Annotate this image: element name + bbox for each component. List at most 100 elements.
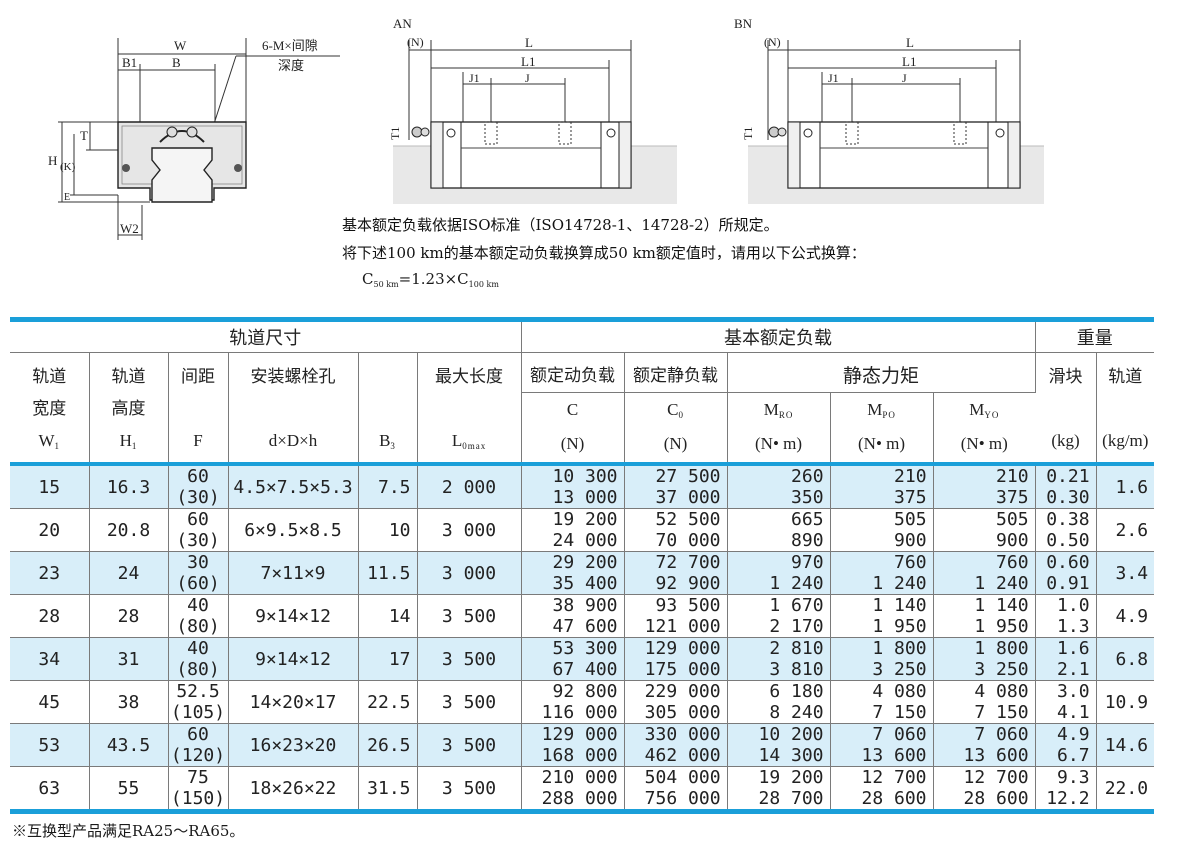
- col-max-length: 最大长度 L0max: [417, 352, 522, 466]
- cell-mpo-line-1: 12 700: [861, 767, 927, 788]
- cell-pitch: 30(60): [168, 551, 229, 595]
- cell-max-length: 3 000: [417, 508, 522, 552]
- cell-mpo-line-2: 900: [894, 530, 927, 551]
- group-header-row: 轨道尺寸 基本额定负载 重量: [10, 319, 1155, 353]
- cell-block-weight-line-1: 0.60: [1046, 552, 1090, 573]
- cell-mpo-line-1: 760: [894, 552, 927, 573]
- col-block-unit: (kg): [1051, 431, 1080, 450]
- col-rail-height-l2: 高度: [111, 399, 146, 419]
- cell-mro-line-2: 890: [791, 530, 824, 551]
- cell-static-load-line-2: 756 000: [644, 788, 721, 809]
- cell-b3: 11.5: [358, 551, 418, 595]
- formula-mid: =1.23×C: [398, 270, 469, 288]
- an-title: AN: [393, 16, 412, 31]
- cell-myo-line-1: 1 800: [974, 638, 1029, 659]
- cell-dynamic-load-line-1: 10 300: [552, 466, 618, 487]
- cell-rail-width: 28: [10, 594, 90, 638]
- cell-pitch-line-2: (120): [170, 745, 226, 766]
- cell-block-weight-line-2: 4.1: [1057, 702, 1090, 723]
- cell-static-load-line-2: 462 000: [644, 745, 721, 766]
- an-l1-label: L1: [521, 54, 535, 69]
- cell-dynamic-load-line-2: 288 000: [541, 788, 618, 809]
- cell-mro-line-1: 2 810: [769, 638, 824, 659]
- cross-section-drawing: W B1 B 6-M×间隙 深度 T H (K) E W2: [48, 38, 340, 240]
- col-myo-unit: (N• m): [933, 426, 1036, 467]
- cell-mro-line-1: 665: [791, 509, 824, 530]
- cell-pitch: 52.5(105): [168, 680, 229, 724]
- cell-rail-weight: 3.4: [1096, 551, 1155, 595]
- cell-pitch-line-2: (30): [176, 530, 220, 551]
- cell-myo-line-1: 12 700: [963, 767, 1029, 788]
- cell-myo-line-2: 1 240: [974, 573, 1029, 594]
- cell-rail-width: 45: [10, 680, 90, 724]
- cell-static-load-line-2: 70 000: [655, 530, 721, 551]
- cell-dynamic-load-line-2: 116 000: [541, 702, 618, 723]
- note-iso-standard: 基本额定负载依据ISO标准（ISO14728-1、14728-2）所规定。: [342, 216, 779, 234]
- cell-b3: 17: [358, 637, 418, 681]
- cell-bolt-hole: 9×14×12: [228, 594, 359, 638]
- cell-pitch-line-1: 60: [187, 466, 209, 487]
- col-pitch: 间距 F: [168, 352, 229, 466]
- cell-mro-line-1: 260: [791, 466, 824, 487]
- cell-rail-height: 20.8: [89, 508, 169, 552]
- cell-b3: 31.5: [358, 766, 418, 814]
- cell-bolt-hole: 9×14×12: [228, 637, 359, 681]
- cell-mro-line-1: 19 200: [758, 767, 824, 788]
- cell-rail-weight: 4.9: [1096, 594, 1155, 638]
- cell-block-weight-line-2: 6.7: [1057, 745, 1090, 766]
- cell-dynamic-load-line-1: 92 800: [552, 681, 618, 702]
- cell-block-weight-line-2: 1.3: [1057, 616, 1090, 637]
- cell-block-weight-line-2: 0.50: [1046, 530, 1090, 551]
- cell-pitch-line-2: (80): [176, 659, 220, 680]
- cell-dynamic-load-line-2: 67 400: [552, 659, 618, 680]
- header-row-2: C C0 MRO MPO MYO: [10, 392, 1154, 427]
- cell-block-weight-line-1: 0.38: [1046, 509, 1090, 530]
- cell-max-length: 2 000: [417, 464, 522, 509]
- dim-w-label: W: [174, 38, 187, 53]
- col-pitch-sym: F: [193, 431, 203, 450]
- cell-block-weight-line-1: 3.0: [1057, 681, 1090, 702]
- cell-mpo-line-1: 1 800: [872, 638, 927, 659]
- col-rail-weight: 轨道 (kg/m): [1096, 352, 1155, 466]
- header-row-1: 轨道 宽度 W1 轨道 高度 H1 间距 F 安装螺栓孔 d×D×h B3 最大…: [10, 352, 1155, 466]
- cell-block-weight-line-2: 2.1: [1057, 659, 1090, 680]
- cell-b3: 14: [358, 594, 418, 638]
- cell-pitch-line-1: 52.5: [176, 681, 220, 702]
- col-maxlen-sym: L0max: [451, 431, 487, 451]
- cell-block-weight-line-1: 1.0: [1057, 595, 1090, 616]
- an-t1-label: T1: [388, 127, 402, 140]
- col-block-weight: 滑块 (kg): [1035, 352, 1097, 466]
- cell-pitch-line-1: 40: [187, 638, 209, 659]
- col-rail-width-l2: 宽度: [32, 399, 67, 419]
- cell-dynamic-load-line-2: 47 600: [552, 616, 618, 637]
- cell-pitch-line-2: (105): [170, 702, 226, 723]
- cell-static-load-line-1: 504 000: [644, 767, 721, 788]
- cell-mro-line-2: 28 700: [758, 788, 824, 809]
- cell-static-load-line-1: 72 700: [655, 552, 721, 573]
- col-mpo-sym: MPO: [830, 392, 934, 427]
- cell-mro-line-2: 350: [791, 487, 824, 508]
- dim-h-label: H: [48, 153, 57, 168]
- col-rail-height-l1: 轨道: [111, 367, 146, 387]
- formula-sub-50km: 50 km: [373, 280, 399, 289]
- cell-mro-line-2: 2 170: [769, 616, 824, 637]
- cell-mpo-line-2: 7 150: [872, 702, 927, 723]
- cell-rail-width: 63: [10, 766, 90, 814]
